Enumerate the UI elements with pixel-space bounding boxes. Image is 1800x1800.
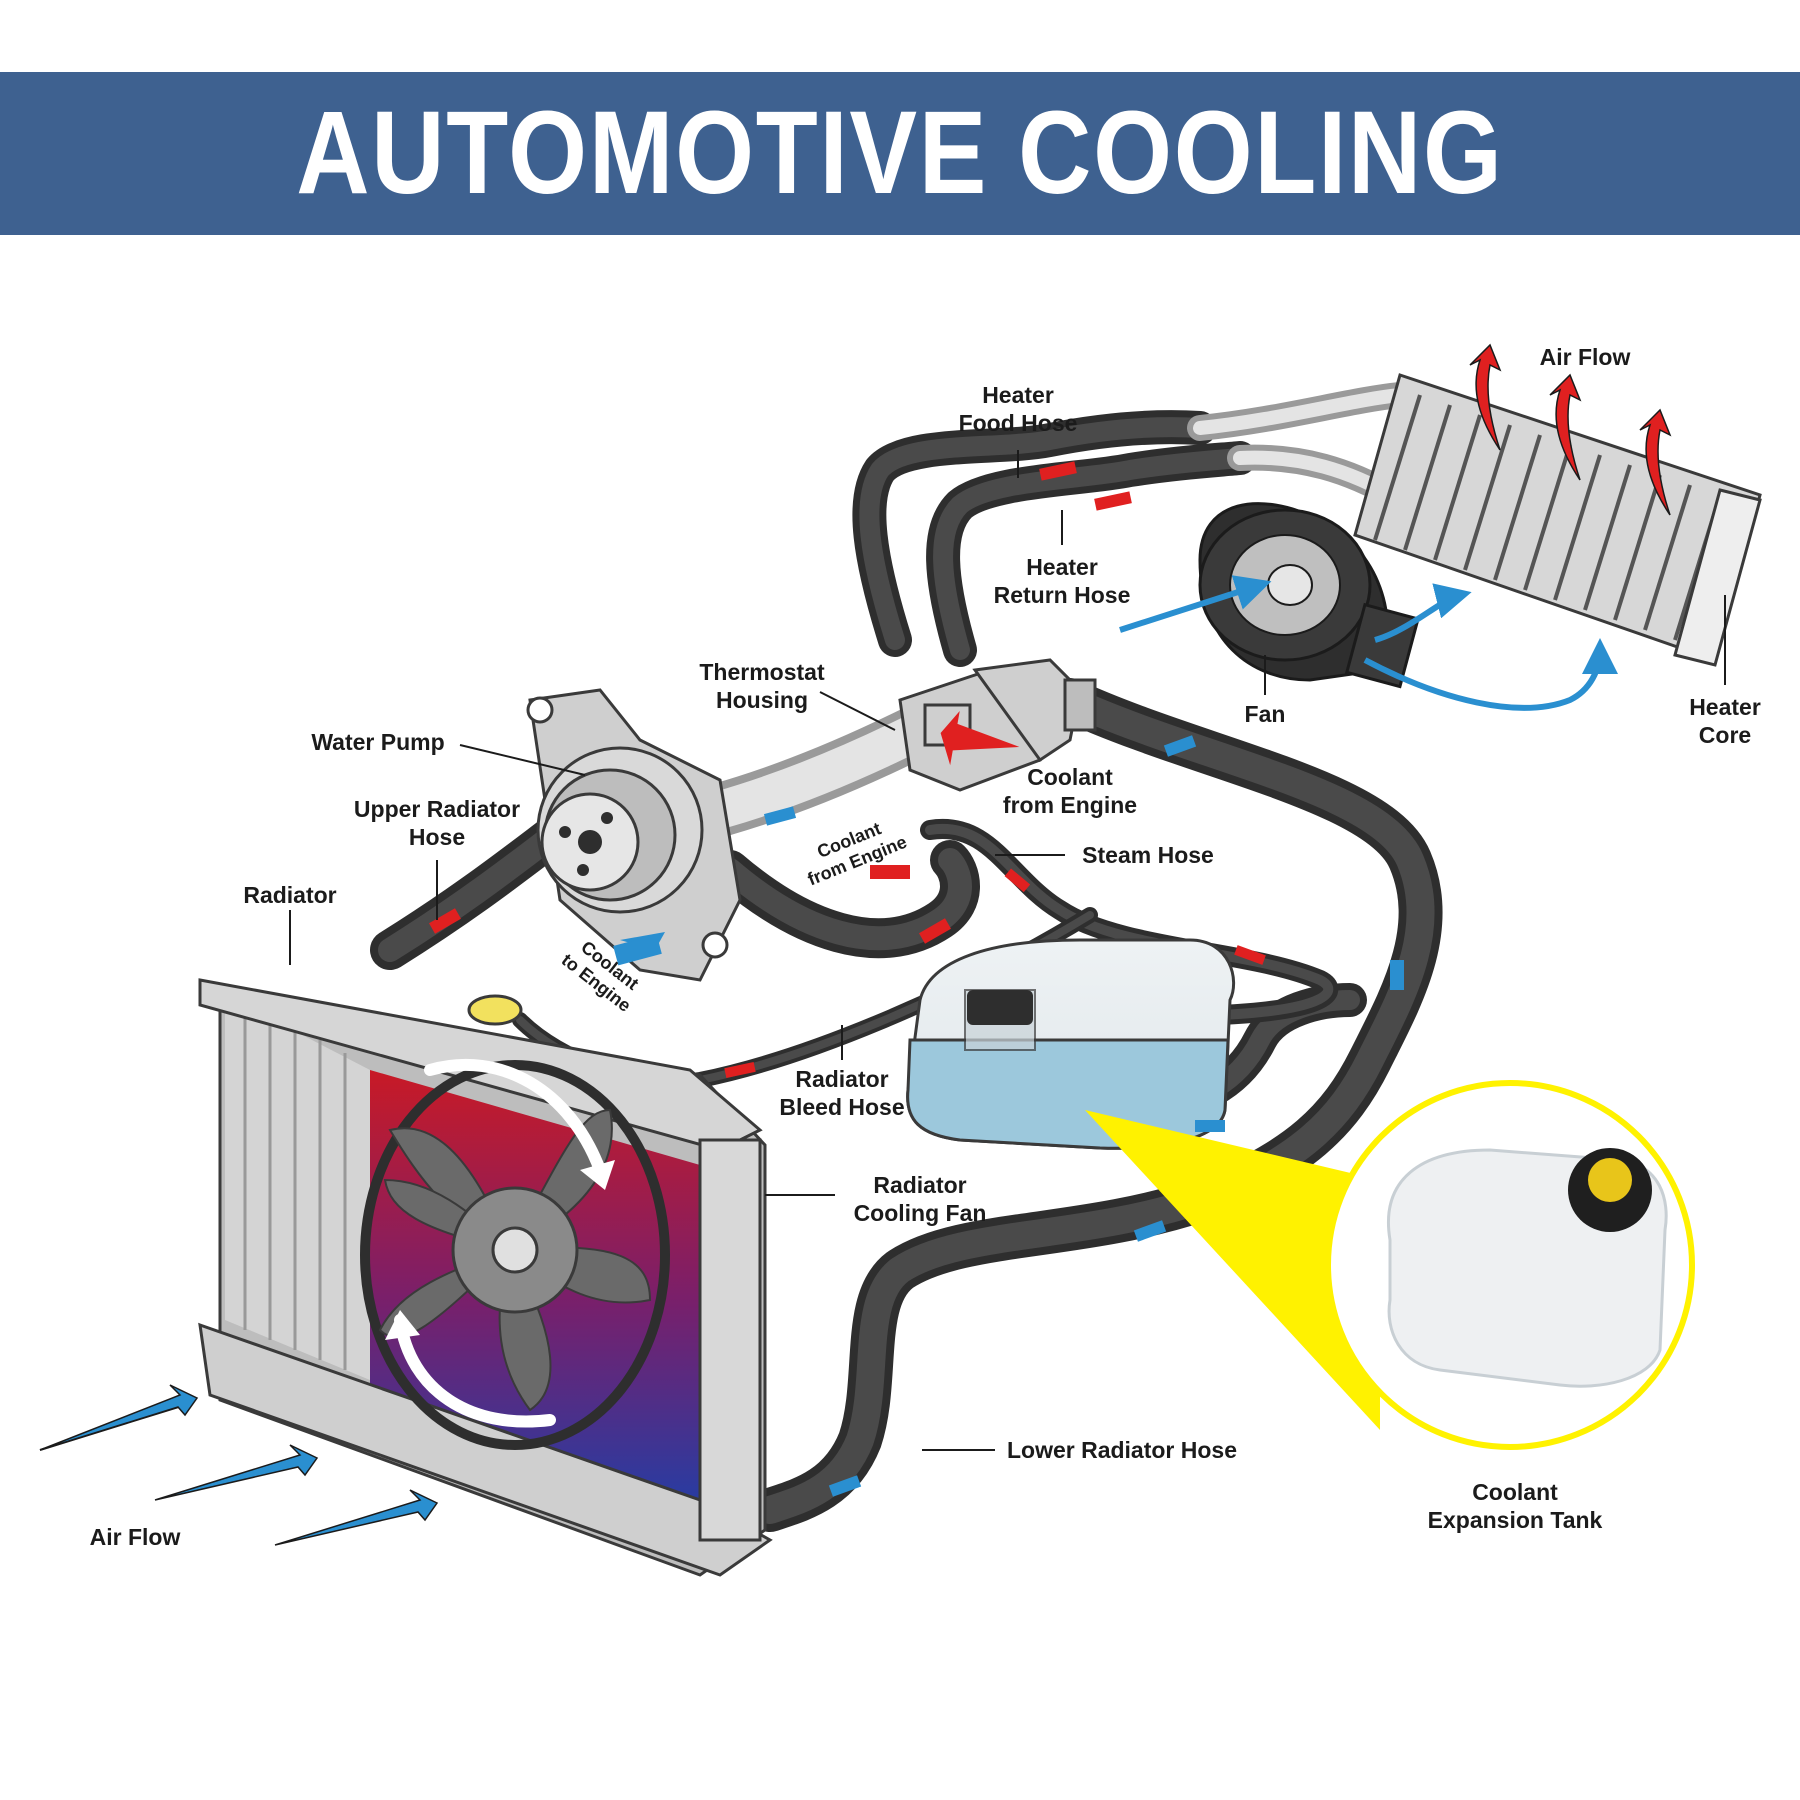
red-arrow-icon: [429, 461, 1266, 1079]
label-air-flow-bottom: Air Flow: [90, 1524, 181, 1550]
svg-text:Heater: Heater: [1026, 554, 1098, 580]
expansion-tank-callout: [1085, 1080, 1695, 1450]
svg-text:Radiator: Radiator: [873, 1172, 966, 1198]
water-pump: [526, 688, 742, 982]
label-thermostat-housing: Thermostat Housing: [699, 659, 825, 713]
label-fan: Fan: [1245, 701, 1286, 727]
label-heater-core: Heater Core: [1689, 694, 1761, 748]
radiator-cooling-fan: [360, 1060, 670, 1450]
svg-text:Hose: Hose: [409, 824, 465, 850]
label-upper-radiator-hose: Upper Radiator Hose: [354, 796, 520, 850]
air-flow-top-arrows: [1469, 343, 1672, 516]
label-coolant-from-engine: Coolant from Engine: [1003, 764, 1137, 818]
svg-text:Housing: Housing: [716, 687, 808, 713]
svg-text:from Engine: from Engine: [1003, 792, 1137, 818]
svg-text:Heater: Heater: [1689, 694, 1761, 720]
coolant-from-engine-hose: [710, 840, 980, 959]
svg-text:Air Flow: Air Flow: [90, 1524, 181, 1550]
svg-text:Steam Hose: Steam Hose: [1082, 842, 1214, 868]
rotation-arrow-icon: [385, 1058, 615, 1428]
svg-text:Core: Core: [1699, 722, 1751, 748]
label-lower-radiator-hose: Lower Radiator Hose: [1007, 1437, 1237, 1463]
svg-text:Expansion Tank: Expansion Tank: [1428, 1507, 1603, 1533]
thermostat-housing: [693, 658, 1097, 837]
label-coolant-expansion-tank: Coolant Expansion Tank: [1428, 1479, 1603, 1533]
label-radiator-bleed-hose: Radiator Bleed Hose: [779, 1066, 904, 1120]
label-heater-return-hose: Heater Return Hose: [994, 554, 1131, 608]
svg-text:Food Hose: Food Hose: [959, 410, 1078, 436]
label-steam-hose: Steam Hose: [1082, 842, 1214, 868]
label-radiator-cooling-fan: Radiator Cooling Fan: [854, 1172, 987, 1226]
page-title: AUTOMOTIVE COOLING SYSTEM: [296, 87, 1504, 382]
svg-text:Lower Radiator Hose: Lower Radiator Hose: [1007, 1437, 1237, 1463]
svg-text:Cooling Fan: Cooling Fan: [854, 1200, 987, 1226]
label-heater-food-hose: Heater Food Hose: [959, 382, 1078, 436]
svg-text:Upper Radiator: Upper Radiator: [354, 796, 520, 822]
svg-text:Heater: Heater: [982, 382, 1054, 408]
svg-text:Coolant: Coolant: [1472, 1479, 1558, 1505]
title-banner: [0, 72, 1800, 235]
heater-return-hose: [926, 441, 1413, 667]
svg-text:Fan: Fan: [1245, 701, 1286, 727]
svg-text:Radiator: Radiator: [243, 882, 336, 908]
expansion-tank: [906, 938, 1236, 1150]
svg-text:Thermostat: Thermostat: [699, 659, 825, 685]
leader-lines: [289, 450, 1726, 1451]
label-water-pump: Water Pump: [311, 729, 444, 755]
label-radiator: Radiator: [243, 882, 336, 908]
heater-core: [1353, 373, 1762, 667]
blue-arrow-icon: [613, 575, 1618, 1497]
svg-text:Air Flow: Air Flow: [1540, 344, 1631, 370]
svg-text:Radiator: Radiator: [795, 1066, 888, 1092]
svg-text:Bleed Hose: Bleed Hose: [779, 1094, 904, 1120]
label-air-flow-top: Air Flow: [1540, 344, 1631, 370]
air-flow-bottom-arrows: [39, 1384, 439, 1546]
svg-text:Coolant: Coolant: [1027, 764, 1113, 790]
svg-text:Water Pump: Water Pump: [311, 729, 444, 755]
heater-food-hose: [852, 382, 1413, 657]
svg-text:Return Hose: Return Hose: [994, 582, 1131, 608]
blower-fan: [1198, 502, 1420, 689]
